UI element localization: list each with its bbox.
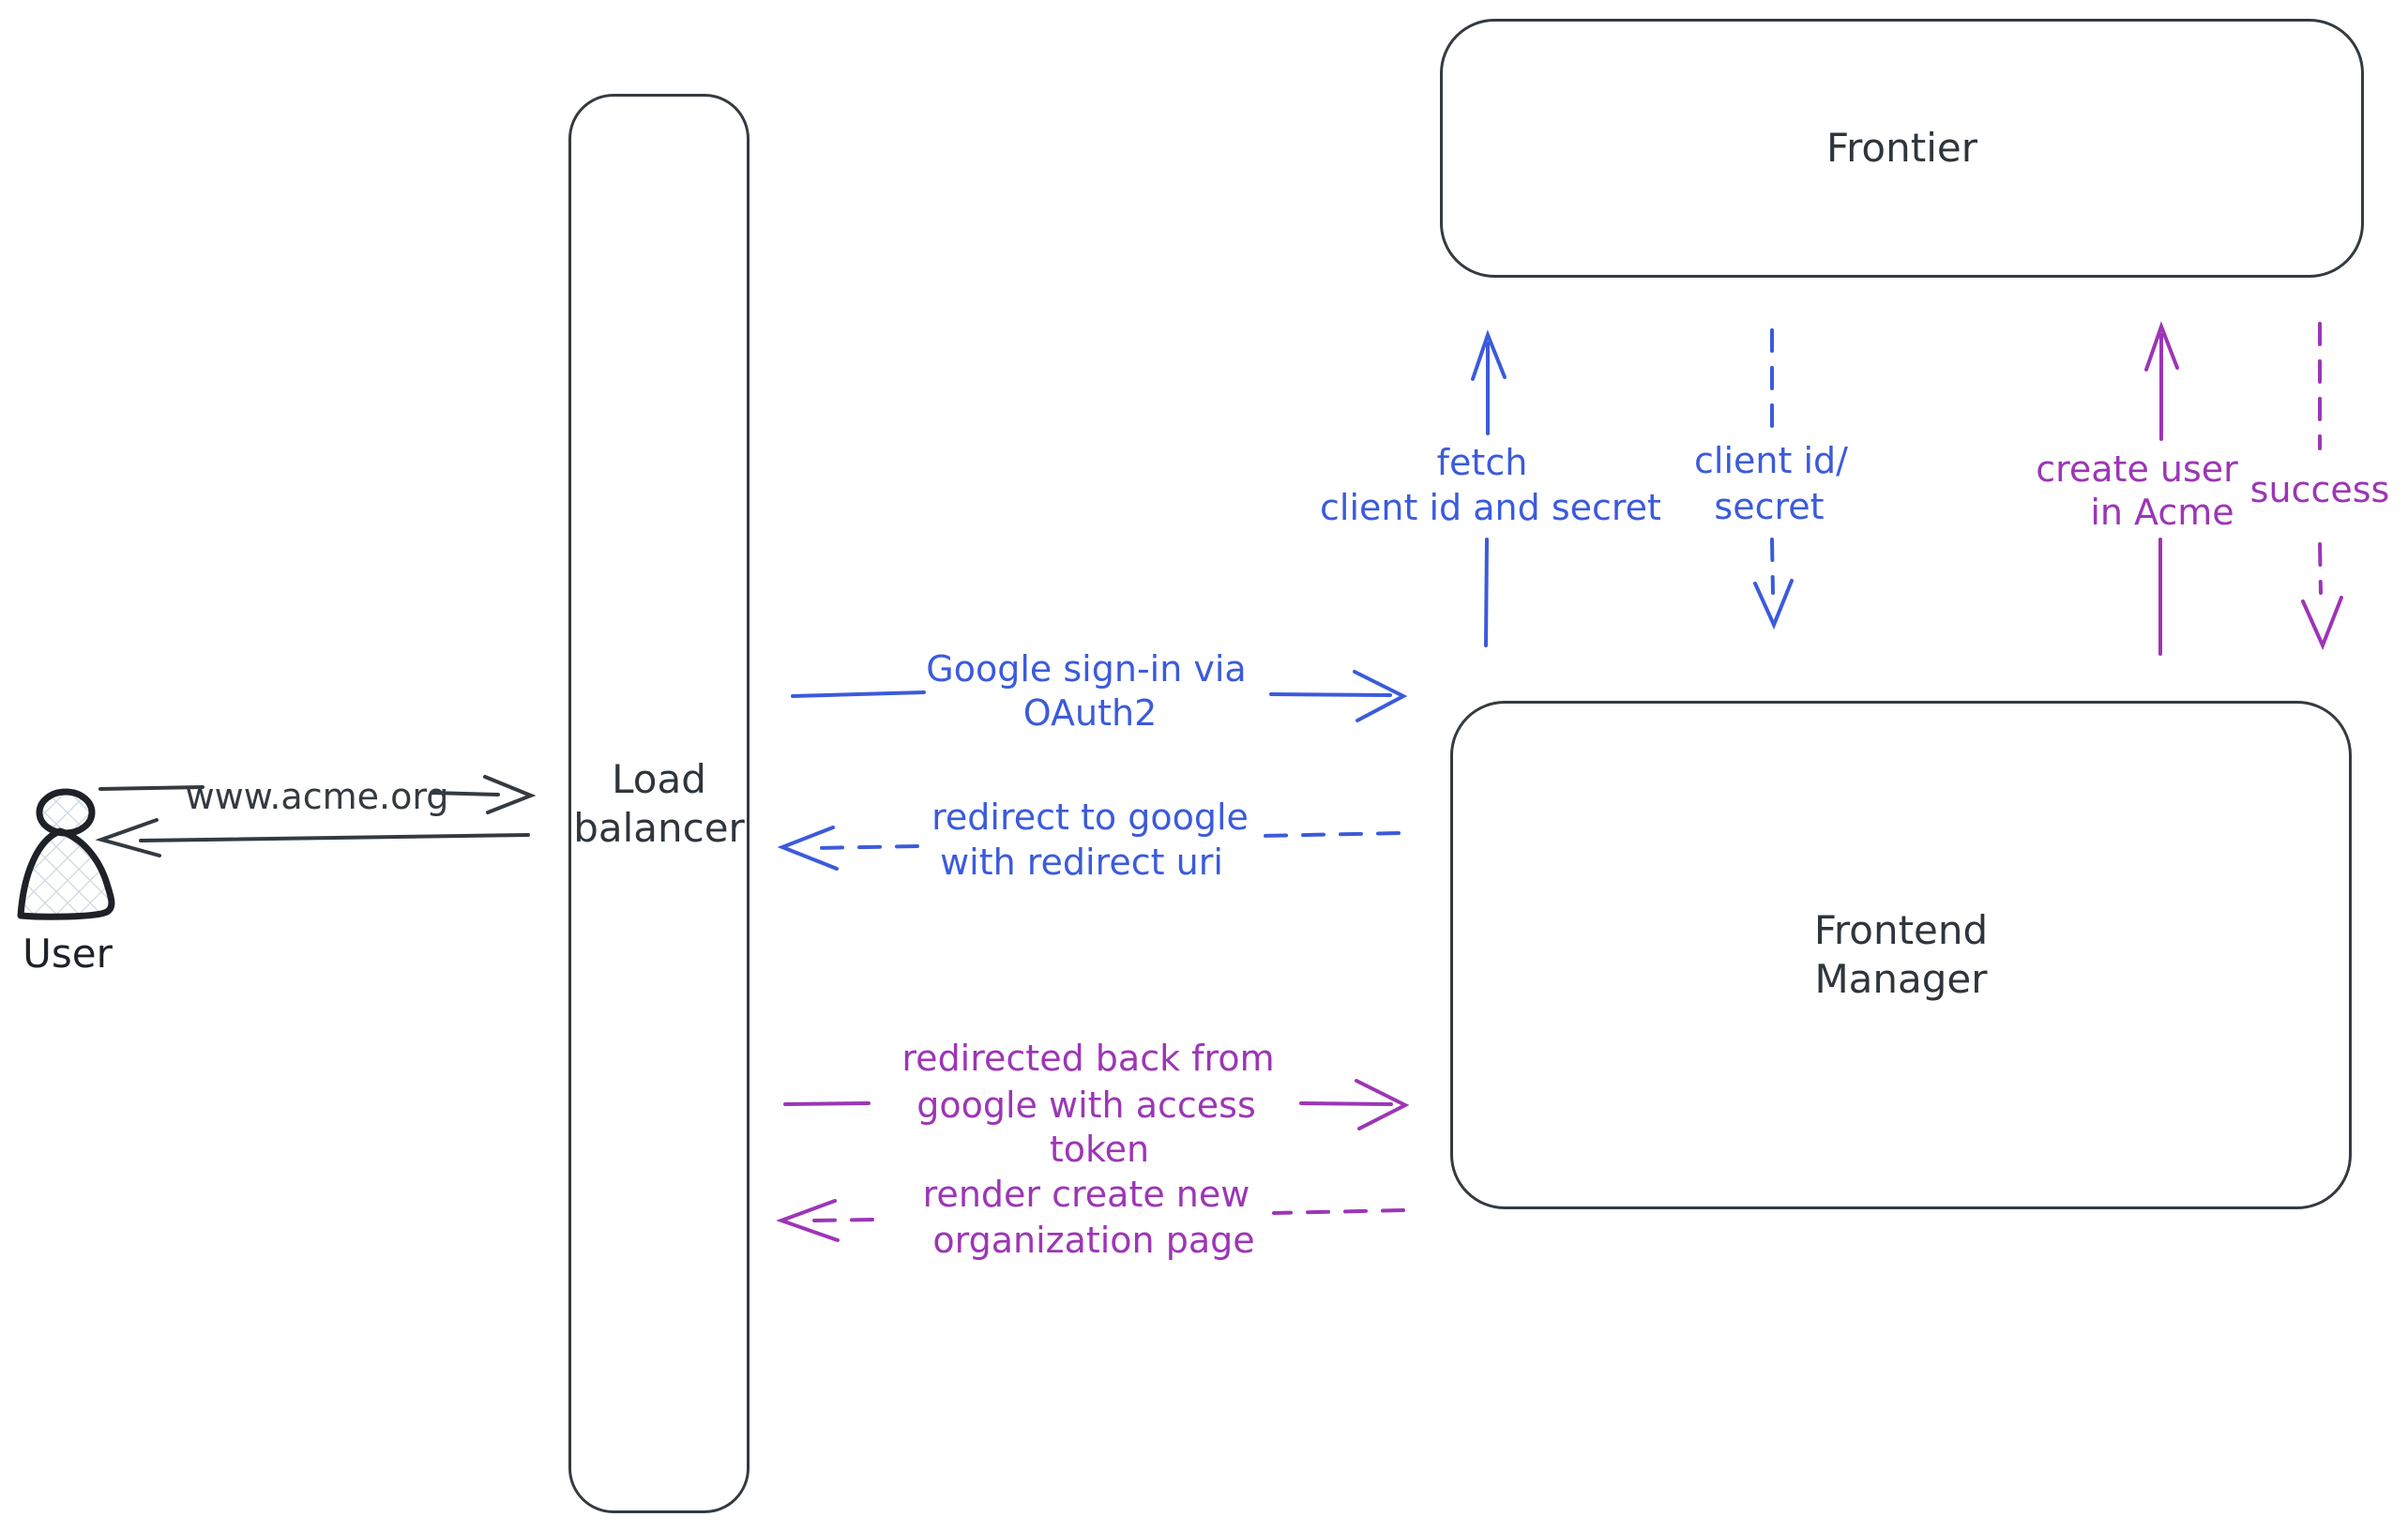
node-load-balancer: Load balancer bbox=[568, 94, 750, 1513]
node-frontier: Frontier bbox=[1440, 19, 2364, 278]
user-icon bbox=[17, 788, 115, 920]
arrow-redirected-back bbox=[783, 1079, 1410, 1130]
arrow-redirect-to-google bbox=[777, 826, 1401, 871]
load-balancer-label-line1: Load bbox=[612, 755, 706, 802]
node-frontend-manager: Frontend Manager bbox=[1450, 701, 2352, 1209]
label-redirect-google-2: with redirect uri bbox=[940, 842, 1223, 883]
arrow-www-acme bbox=[98, 775, 537, 814]
arrow-fetch-client-secret bbox=[1471, 329, 1507, 647]
label-google-signin-2: OAuth2 bbox=[1022, 692, 1158, 734]
arrow-client-id-secret bbox=[1753, 328, 1794, 630]
label-redirected-back-2: google with access bbox=[916, 1085, 1256, 1126]
label-render-page-2: organization page bbox=[932, 1220, 1255, 1261]
label-redirected-back-1: redirected back from bbox=[901, 1038, 1275, 1079]
label-create-user-2: in Acme bbox=[2090, 492, 2234, 533]
label-render-page-1: render create new bbox=[922, 1174, 1250, 1215]
label-redirected-back-3: token bbox=[1049, 1129, 1150, 1170]
label-success: success bbox=[2249, 469, 2390, 510]
load-balancer-label-line2: balancer bbox=[573, 804, 745, 851]
frontend-manager-label-line2: Manager bbox=[1814, 956, 1988, 1002]
arrow-render-page bbox=[776, 1199, 1405, 1242]
label-create-user-1: create user bbox=[2036, 448, 2238, 490]
label-client-id-secret-1: client id/ bbox=[1694, 440, 1848, 481]
label-google-signin-1: Google sign-in via bbox=[926, 648, 1247, 690]
arrow-success bbox=[2301, 322, 2343, 651]
label-fetch-secret-1: fetch bbox=[1436, 442, 1528, 483]
label-redirect-google-1: redirect to google bbox=[931, 796, 1249, 838]
arrow-return-to-user bbox=[95, 818, 530, 857]
arrow-google-signin bbox=[791, 670, 1408, 722]
label-www-acme: www.acme.org bbox=[185, 776, 449, 817]
label-client-id-secret-2: secret bbox=[1714, 486, 1825, 527]
arrow-create-user bbox=[2144, 321, 2179, 656]
label-fetch-secret-2: client id and secret bbox=[1320, 487, 1661, 528]
user-label: User bbox=[23, 931, 113, 977]
frontend-manager-label-line1: Frontend bbox=[1813, 907, 1989, 953]
frontier-label: Frontier bbox=[1825, 125, 1977, 171]
